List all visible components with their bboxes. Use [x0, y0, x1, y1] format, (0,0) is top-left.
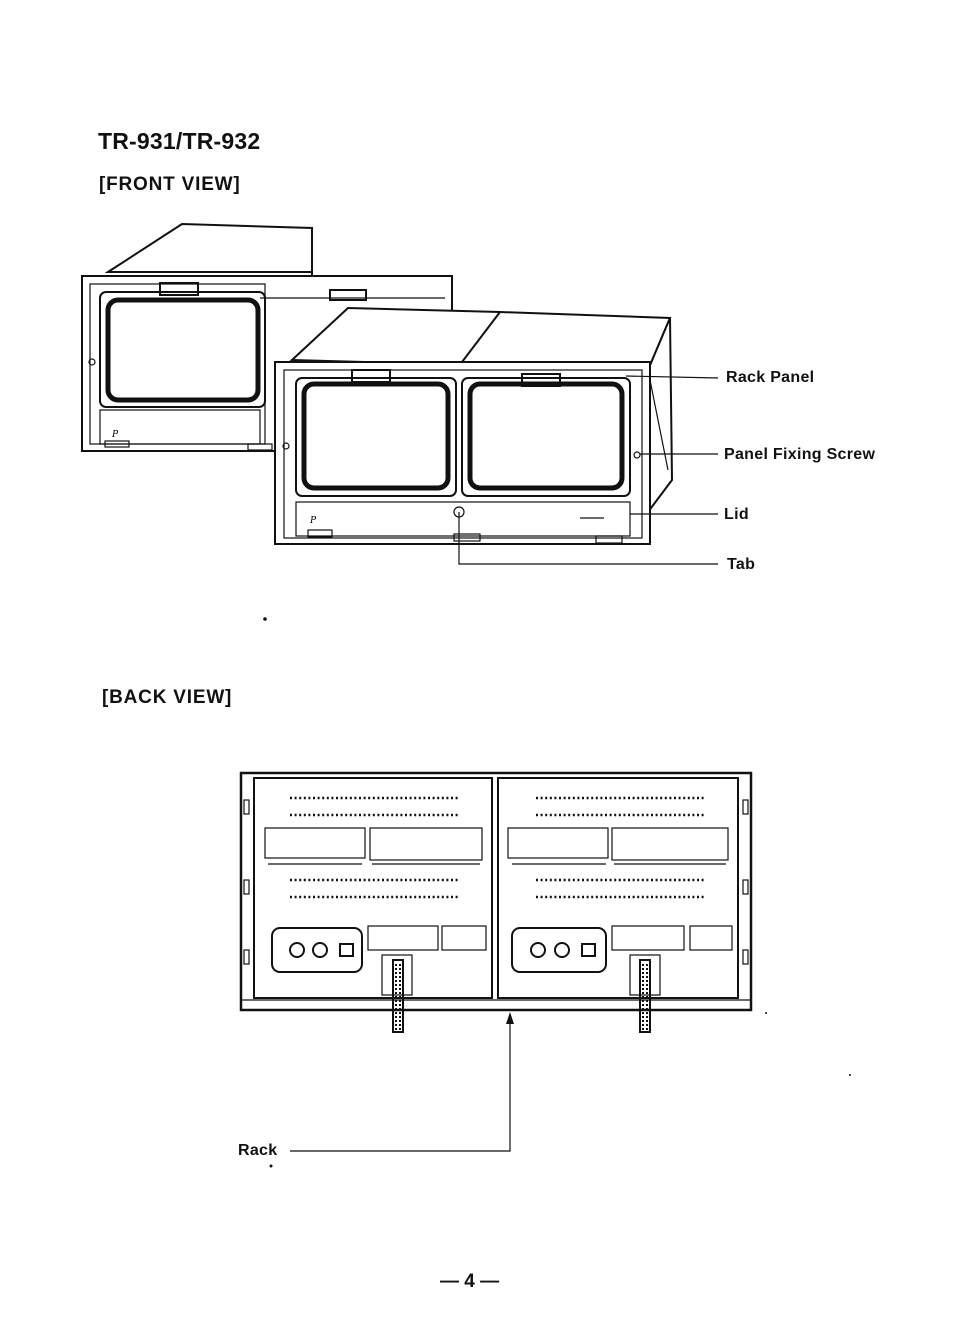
callout-rack-panel: Rack Panel: [726, 369, 815, 386]
callout-lid: Lid: [724, 506, 749, 523]
callout-panel-fixing-screw: Panel Fixing Screw: [724, 446, 876, 463]
rack-side-holes: [243, 799, 749, 965]
dual-monitor-drawing: P: [274, 306, 674, 545]
callout-tab: Tab: [727, 556, 756, 573]
model-title: TR-931/TR-932: [98, 128, 261, 154]
rack-callout-leader: [290, 1012, 514, 1152]
page-number: — 4 —: [440, 1271, 500, 1292]
callout-rack: Rack: [238, 1142, 278, 1159]
svg-text:P: P: [111, 430, 119, 440]
front-view-heading: [FRONT VIEW]: [99, 174, 241, 195]
back-view-heading: [BACK VIEW]: [102, 687, 233, 708]
single-monitor-drawing: P: [81, 222, 453, 452]
front-callout-leaders: [458, 375, 719, 565]
left-monitor-rear: [253, 777, 493, 1033]
svg-text:P: P: [309, 516, 317, 526]
right-monitor-rear: [497, 777, 739, 1033]
